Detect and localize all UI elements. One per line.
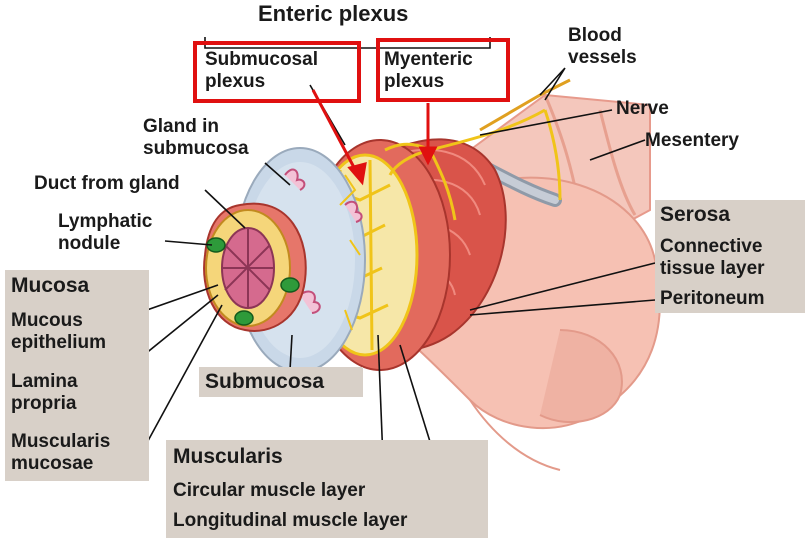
mucosa-heading: Mucosa — [11, 275, 89, 297]
nerve-label: Nerve — [616, 98, 669, 120]
muscularis-mucosae-label: Muscularis mucosae — [11, 431, 146, 475]
submucosa-label: Submucosa — [205, 371, 324, 393]
submucosal-plexus-label: Submucosal plexus — [205, 49, 355, 93]
circular-muscle-layer-label: Circular muscle layer — [173, 480, 365, 502]
muscularis-panel: Muscularis Circular muscle layer Longitu… — [166, 440, 488, 538]
serosa-panel: Serosa Connective tissue layer Peritoneu… — [655, 200, 805, 313]
connective-tissue-layer-label: Connective tissue layer — [660, 236, 805, 280]
gland-in-submucosa-label: Gland in submucosa — [143, 116, 293, 160]
lymphatic-nodule-label: Lymphatic nodule — [58, 211, 168, 255]
diagram-title: Enteric plexus — [258, 3, 408, 25]
duct-from-gland-label: Duct from gland — [34, 173, 180, 195]
lamina-propria-label: Lamina propria — [11, 371, 146, 415]
muscularis-heading: Muscularis — [173, 446, 283, 468]
peritoneum-label: Peritoneum — [660, 288, 765, 310]
mucous-epithelium-label: Mucous epithelium — [11, 310, 146, 354]
mucosa-panel: Mucosa Mucous epithelium Lamina propria … — [5, 270, 149, 481]
serosa-heading: Serosa — [660, 204, 730, 226]
mesentery-label: Mesentery — [645, 130, 739, 152]
myenteric-plexus-label: Myenteric plexus — [384, 49, 504, 93]
longitudinal-muscle-layer-label: Longitudinal muscle layer — [173, 510, 407, 532]
submucosa-label-box: Submucosa — [199, 367, 363, 397]
blood-vessels-label: Blood vessels — [568, 25, 663, 69]
